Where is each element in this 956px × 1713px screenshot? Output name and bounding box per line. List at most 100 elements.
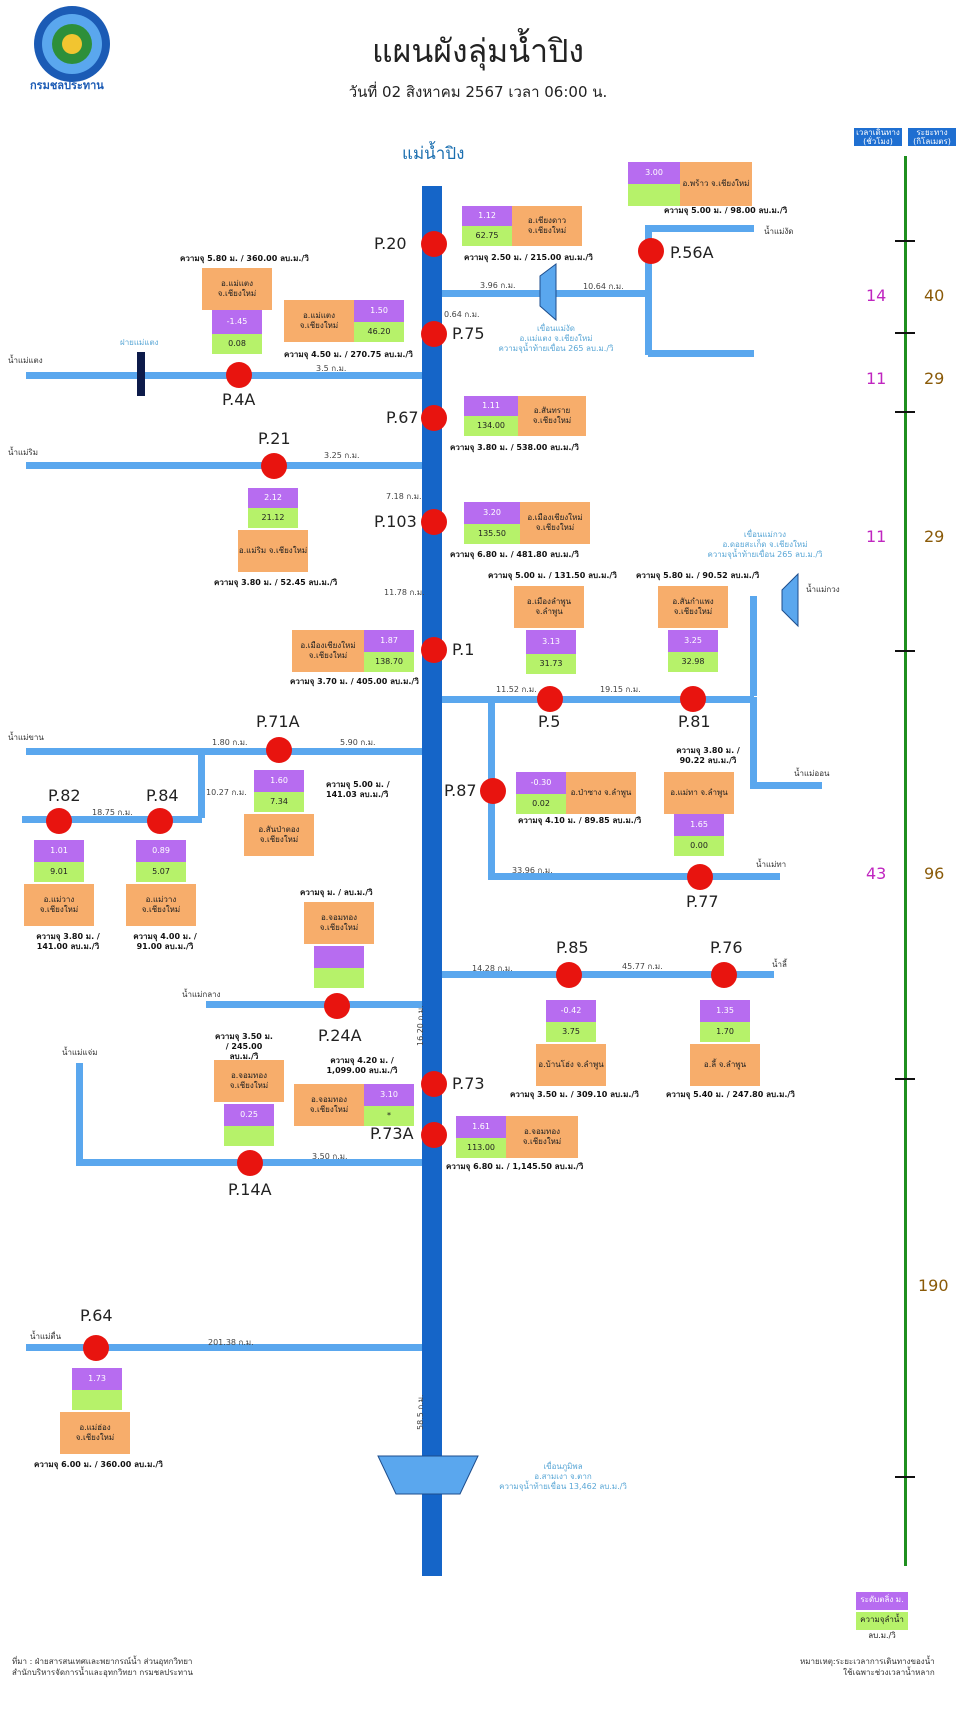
dam-label: เขื่อนแม่งัดอ.แม่แตง จ.เชียงใหม่ความจุน้… xyxy=(498,324,614,353)
location-box: อ.จอมทอง จ.เชียงใหม่ xyxy=(214,1060,284,1102)
river-label: น้ำแม่กวง xyxy=(806,585,840,594)
legend-level: ระดับตลิ่ง ม. (รทก.) xyxy=(856,1592,908,1620)
station-p87[interactable]: P.87 xyxy=(444,781,477,800)
timeline-km: 29 xyxy=(924,527,945,546)
level-box: 0.25 xyxy=(224,1104,274,1126)
level-box: 1.73 xyxy=(72,1368,122,1390)
capacity-label: ความจุ 6.80 ม. / 481.80 ลบ.ม./วิ xyxy=(450,550,579,559)
distance-label: 33.96 ก.ม. xyxy=(512,866,553,875)
station-p14a[interactable]: P.14A xyxy=(228,1180,272,1199)
level-box: 3.00 xyxy=(628,162,680,184)
timeline-hours-header: เวลาเดินทาง (ชั่วโมง) xyxy=(854,128,902,146)
timeline-hours: 14 xyxy=(866,286,887,305)
distance-label: 18.75 ก.ม. xyxy=(92,808,133,817)
flow-box: 0.02 xyxy=(516,794,566,814)
station-p67[interactable]: P.67 xyxy=(386,408,419,427)
flow-box: 1.70 xyxy=(700,1022,750,1042)
river-label: น้ำแม่ริม xyxy=(8,448,38,457)
station-p71a[interactable]: P.71A xyxy=(256,712,300,731)
distance-label: 5.90 ก.ม. xyxy=(340,738,376,747)
station-p4a[interactable]: P.4A xyxy=(222,390,256,409)
location-box: อ.แม่แตง จ.เชียงใหม่ xyxy=(284,300,354,342)
level-box: -0.42 xyxy=(546,1000,596,1022)
flow-box: * xyxy=(364,1106,414,1126)
timeline-km: 29 xyxy=(924,369,945,388)
station-p77[interactable]: P.77 xyxy=(686,892,719,911)
level-box: 2.12 xyxy=(248,488,298,508)
remark-note: หมายเหตุ:ระยะเวลาการเดินทางของน้ำใช้เฉพา… xyxy=(800,1657,935,1677)
station-p21[interactable]: P.21 xyxy=(258,429,291,448)
station-p1[interactable]: P.1 xyxy=(452,640,475,659)
capacity-label: ความจุ 3.80 ม. / 141.00 ลบ.ม./วิ xyxy=(36,932,100,951)
level-box xyxy=(314,946,364,968)
location-box: อ.แม่แตง จ.เชียงใหม่ xyxy=(202,268,272,310)
location-box: อ.เมืองลำพูน จ.ลำพูน xyxy=(514,586,584,628)
station-p20[interactable]: P.20 xyxy=(374,234,407,253)
station-p76[interactable]: P.76 xyxy=(710,938,743,957)
distance-label: 0.64 ก.ม. xyxy=(444,310,480,319)
station-p81[interactable]: P.81 xyxy=(678,712,711,731)
level-box: 1.12 xyxy=(462,206,512,226)
page-date: วันที่ 02 สิงหาคม 2567 เวลา 06:00 น. xyxy=(348,83,608,101)
station-p24a[interactable]: P.24A xyxy=(318,1026,362,1045)
river-label: น้ำแม่งัด xyxy=(764,227,794,236)
flow-box xyxy=(314,968,364,988)
station-p84[interactable]: P.84 xyxy=(146,786,179,805)
station-p75[interactable]: P.75 xyxy=(452,324,485,343)
location-box: อ.จอมทอง จ.เชียงใหม่ xyxy=(294,1084,364,1126)
capacity-label: ความจุ 3.80 ม. / 90.22 ลบ.ม./วิ xyxy=(676,746,740,765)
distance-label: 7.18 ก.ม. xyxy=(386,492,422,501)
dam-label: เขื่อนภูมิพลอ.สามเงา จ.ตากความจุน้ำท้ายเ… xyxy=(499,1462,627,1491)
capacity-label: ความจุ 5.80 ม. / 360.00 ลบ.ม./วิ xyxy=(180,254,309,263)
location-box: อ.จอมทอง จ.เชียงใหม่ xyxy=(506,1116,578,1158)
station-p64[interactable]: P.64 xyxy=(80,1306,113,1325)
distance-label: 3.25 ก.ม. xyxy=(324,451,360,460)
capacity-label: ความจุ 3.50 ม. / 309.10 ลบ.ม./วิ xyxy=(510,1090,639,1099)
station-p73[interactable]: P.73 xyxy=(452,1074,485,1093)
capacity-label: ความจุ 6.80 ม. / 1,145.50 ลบ.ม./วิ xyxy=(446,1162,584,1171)
distance-label: 201.38 ก.ม. xyxy=(208,1338,254,1347)
location-box: อ.สันกำแพง จ.เชียงใหม่ xyxy=(658,586,728,628)
station-p85[interactable]: P.85 xyxy=(556,938,589,957)
river-label: น้ำลี้ xyxy=(772,960,787,969)
capacity-label: ความจุ 3.50 ม. / 245.00 ลบ.ม./วิ xyxy=(215,1032,273,1061)
level-box: 1.87 xyxy=(364,630,414,652)
station-p73a[interactable]: P.73A xyxy=(370,1124,414,1143)
flow-box: 9.01 xyxy=(34,862,84,882)
logo-text: กรมชลประทาน xyxy=(30,79,104,92)
location-box: อ.พร้าว จ.เชียงใหม่ xyxy=(680,162,752,206)
timeline-km-header: ระยะทาง (กิโลเมตร) xyxy=(908,128,956,146)
station-p82[interactable]: P.82 xyxy=(48,786,81,805)
distance-label: 10.27 ก.ม. xyxy=(206,788,247,797)
capacity-label: ความจุ ม. / ลบ.ม./วิ xyxy=(300,888,373,897)
distance-label: 45.77 ก.ม. xyxy=(622,962,663,971)
flow-box: 7.34 xyxy=(254,792,304,812)
capacity-label: ความจุ 3.70 ม. / 405.00 ลบ.ม./วิ xyxy=(290,677,419,686)
level-box: 1.11 xyxy=(464,396,518,416)
capacity-label: ความจุ 3.80 ม. / 538.00 ลบ.ม./วิ xyxy=(450,443,579,452)
level-box: 1.60 xyxy=(254,770,304,792)
dam-label: เขื่อนแม่กวงอ.ดอยสะเก็ด จ.เชียงใหม่ความจ… xyxy=(707,530,823,559)
river-label: น้ำแม่แตง xyxy=(8,356,43,365)
capacity-label: ความจุ 5.00 ม. / 141.03 ลบ.ม./วิ xyxy=(326,780,390,799)
station-p5[interactable]: P.5 xyxy=(538,712,561,731)
station-p56a[interactable]: P.56A xyxy=(670,243,714,262)
distance-label: 14.28 ก.ม. xyxy=(472,964,513,973)
legend-flow: ความจุลำน้ำ ลบ.ม./วิ xyxy=(856,1612,908,1640)
capacity-label: ความจุ 2.50 ม. / 215.00 ลบ.ม./วิ xyxy=(464,253,593,262)
river-label: น้ำแม่แจ่ม xyxy=(62,1048,98,1057)
capacity-label: ความจุ 4.10 ม. / 89.85 ลบ.ม./วิ xyxy=(518,816,642,825)
distance-label: 10.64 ก.ม. xyxy=(583,282,624,291)
location-box: อ.แม่ฮ่อง จ.เชียงใหม่ xyxy=(60,1412,130,1454)
level-box: 3.13 xyxy=(526,630,576,654)
flow-box: 46.20 xyxy=(354,322,404,342)
timeline-hours: 11 xyxy=(866,527,887,546)
timeline-km: 40 xyxy=(924,286,945,305)
distance-label: 3.5 ก.ม. xyxy=(316,364,347,373)
timeline-km: 190 xyxy=(918,1276,949,1295)
level-box: 1.50 xyxy=(354,300,404,322)
location-box: อ.บ้านโฮ่ง จ.ลำพูน xyxy=(536,1044,606,1086)
level-box: 1.35 xyxy=(700,1000,750,1022)
station-p103[interactable]: P.103 xyxy=(374,512,417,531)
